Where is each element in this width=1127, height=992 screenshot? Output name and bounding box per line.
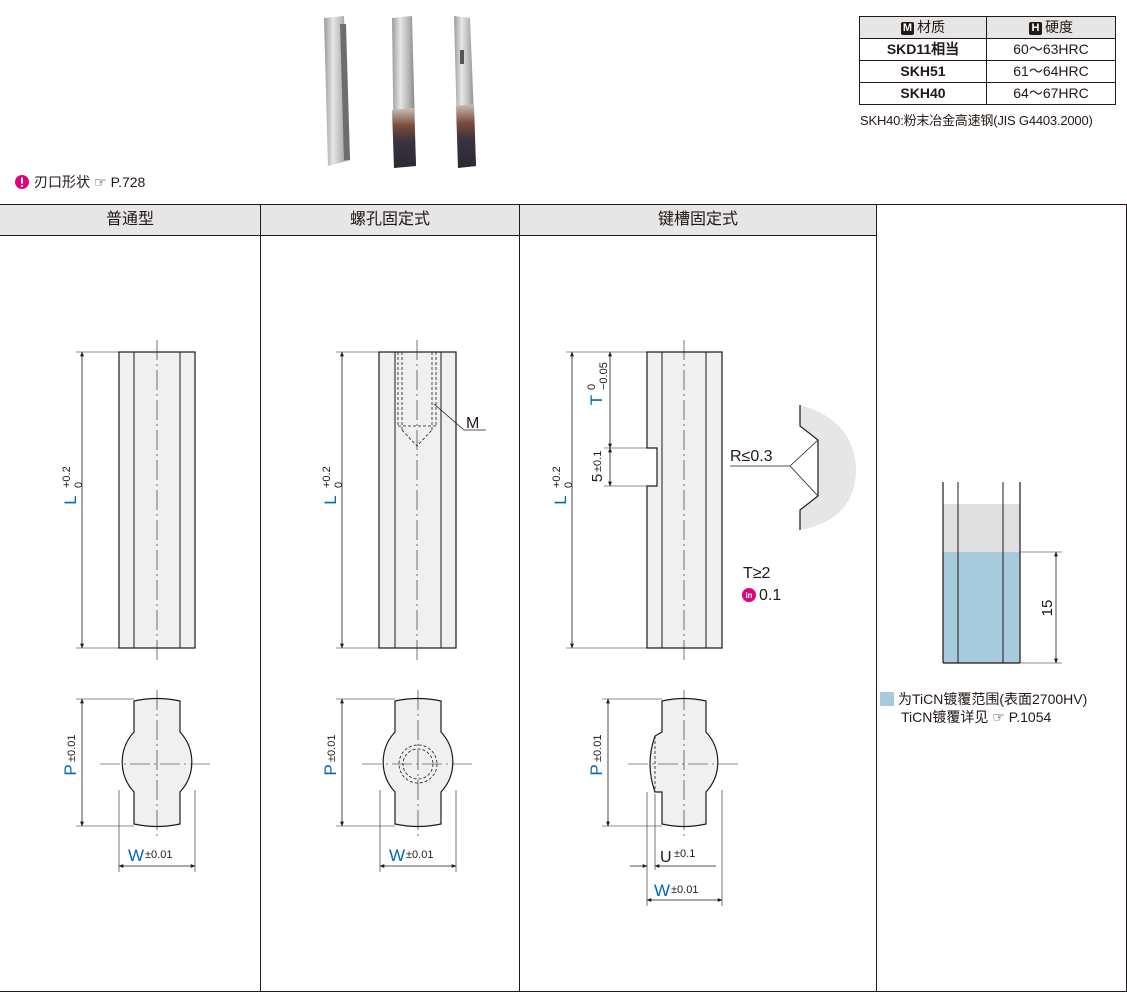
dim-M-label: M — [466, 415, 479, 432]
dim-W-tol: ±0.01 — [671, 884, 698, 896]
dim-W-label: W — [654, 881, 670, 900]
keyway-end-view — [602, 690, 740, 906]
dim-L-label: L — [551, 495, 570, 504]
dim-L-tol-lower: 0 — [563, 482, 575, 488]
hardness-cell: 64～67HRC — [986, 82, 1116, 105]
grid-top-border — [0, 204, 1127, 205]
material-note: SKH40:粉末冶金高速钢(JIS G4403.2000) — [860, 113, 1093, 128]
coating-swatch — [880, 692, 894, 706]
table-row: SKH40 64～67HRC — [859, 82, 1116, 105]
legend-page: P.1054 — [1008, 709, 1052, 725]
dim-T-tol-lower: −0.05 — [598, 362, 610, 390]
dim-P-label: P — [321, 764, 340, 775]
dim-T-tol-upper: 0 — [586, 384, 598, 390]
dim-P-tol: ±0.01 — [66, 735, 78, 762]
legend-line-2[interactable]: TiCN镀覆详见 ☞ P.1054 — [901, 709, 1052, 725]
material-cell: SKH40 — [859, 82, 987, 105]
grid-divider — [519, 204, 520, 992]
dim-W-label: W — [128, 846, 144, 865]
edge-shape-page: P.728 — [110, 174, 146, 190]
photo-standard-pin — [324, 16, 350, 166]
dim-L-tol-upper: +0.2 — [321, 466, 333, 488]
in-badge-text: in — [745, 591, 752, 600]
grid-header-border — [0, 235, 876, 236]
legend-line-1: 为TiCN镀覆范围(表面2700HV) — [880, 690, 1087, 708]
pointing-hand-icon: ☞ — [94, 173, 107, 190]
keyway-front-view — [566, 340, 723, 660]
grid-divider — [260, 204, 261, 992]
screw-end-view — [336, 690, 474, 872]
edge-shape-reference[interactable]: 刃口形状 ☞ P.728 — [14, 172, 145, 192]
keyway-dimension-labels: T 0 −0.05 5 ±0.1 L +0.2 0 R≤0.3 T≥2 in 0… — [551, 362, 781, 900]
dim-T-min-label: T≥2 — [743, 565, 771, 582]
coating-detail-view: 15 — [942, 482, 1062, 664]
keyway-detail-view — [730, 405, 856, 530]
dim-coat-depth: 15 — [1039, 600, 1056, 617]
dim-slot-tol: ±0.1 — [592, 451, 604, 472]
standard-front-view — [76, 340, 196, 660]
column-title-standard: 普通型 — [0, 205, 260, 235]
photo-key-pin — [454, 16, 476, 168]
dim-T-label: T — [587, 395, 606, 405]
dim-L-label: L — [321, 495, 340, 504]
in-badge-icon — [742, 588, 756, 602]
info-icon — [15, 175, 29, 189]
dim-P-tol: ±0.01 — [592, 735, 604, 762]
dim-L-tol-lower: 0 — [333, 482, 345, 488]
dim-P-tol: ±0.01 — [326, 735, 338, 762]
dim-W-label: W — [389, 846, 405, 865]
standard-dimension-labels: L +0.2 0 P ±0.01 W ±0.01 — [61, 466, 172, 865]
dim-L-tol-upper: +0.2 — [61, 466, 73, 488]
product-photos — [324, 16, 476, 168]
dim-slot-label: 5 — [589, 474, 606, 482]
column-title-keyway: 键槽固定式 — [520, 205, 876, 235]
dim-L-tol-upper: +0.2 — [551, 466, 563, 488]
dim-P-label: P — [61, 764, 80, 775]
grid-divider — [876, 204, 877, 992]
dim-L-label: L — [61, 495, 80, 504]
dim-P-label: P — [587, 764, 606, 775]
dim-W-tol: ±0.01 — [406, 849, 433, 861]
hardness-cell: 60～63HRC — [986, 38, 1116, 61]
coating-legend: 为TiCN镀覆范围(表面2700HV) TiCN镀覆详见 ☞ P.1054 — [880, 690, 1087, 726]
table-row: SKH51 61～64HRC — [859, 60, 1116, 83]
dim-in-value: 0.1 — [759, 587, 781, 604]
edge-shape-label: 刃口形状 — [34, 174, 90, 190]
dim-U-label: U — [660, 849, 672, 866]
pointing-hand-icon: ☞ — [992, 709, 1005, 725]
dim-U-tol: ±0.1 — [674, 848, 695, 860]
screw-dimension-labels: M L +0.2 0 P ±0.01 W ±0.01 — [321, 415, 479, 865]
screw-front-view — [336, 340, 486, 660]
standard-end-view — [76, 690, 214, 872]
column-title-screw: 螺孔固定式 — [261, 205, 519, 235]
dim-R-label: R≤0.3 — [730, 448, 773, 465]
dim-W-tol: ±0.01 — [145, 849, 172, 861]
photo-screw-pin — [392, 16, 416, 168]
hardness-cell: 61～64HRC — [986, 60, 1116, 83]
dim-L-tol-lower: 0 — [73, 482, 85, 488]
tapped-hole-hidden-lines — [397, 352, 437, 447]
